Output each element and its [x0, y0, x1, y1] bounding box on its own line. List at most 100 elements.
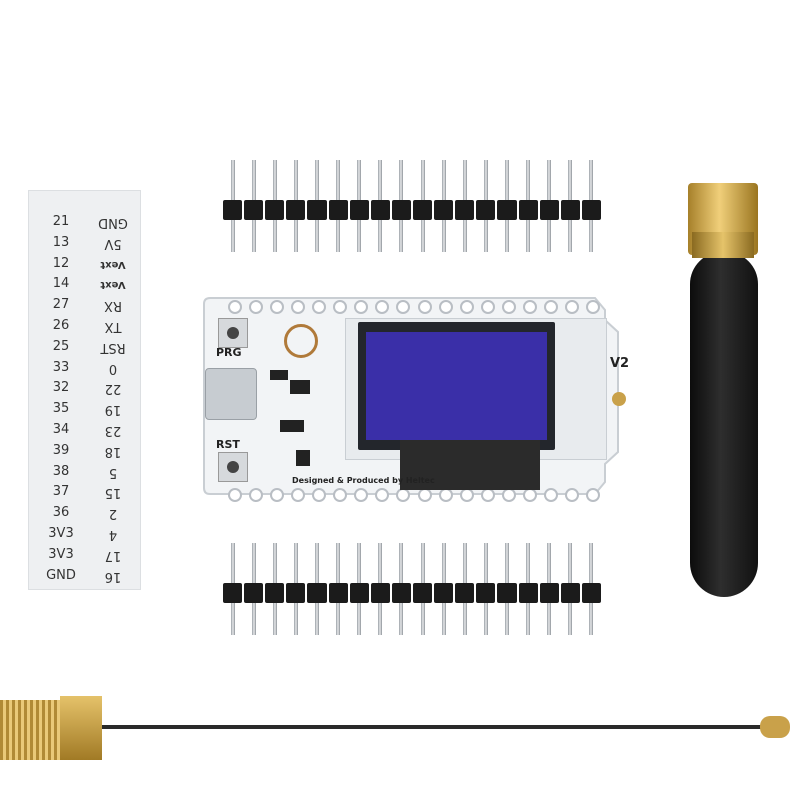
pin-number-label: 32	[52, 380, 70, 396]
pin-hole	[417, 300, 432, 314]
pin-number-label: 36	[52, 505, 70, 521]
pin-function-label: 2	[108, 506, 118, 522]
pin-hole	[354, 300, 369, 314]
sma-bulkhead-nut	[60, 696, 102, 760]
pin-number-label: 21	[52, 214, 70, 229]
bottom-pin-header	[222, 543, 602, 643]
pin-label-row: 3V3 4	[29, 523, 142, 545]
pin-hole	[248, 300, 263, 314]
pin-function-label: 22	[104, 381, 122, 397]
pin-hole	[227, 488, 242, 502]
header-pin-block	[581, 583, 601, 603]
rubber-antenna	[690, 252, 758, 597]
chip	[270, 370, 288, 380]
pin-function-label: 5	[108, 464, 118, 480]
pin-function-label: RST	[100, 339, 126, 355]
pin-hole	[586, 300, 601, 314]
pin-hole	[312, 300, 326, 314]
pin-function-label: 5V	[104, 235, 122, 251]
pin-label-row: 33 0	[29, 357, 142, 379]
pin-hole	[312, 488, 326, 502]
header-pin-block	[391, 200, 411, 220]
display-ribbon	[400, 440, 540, 490]
pin-hole	[269, 300, 284, 314]
header-pin-block	[476, 200, 496, 220]
pin-label-row: 3V3 17	[29, 544, 142, 566]
header-pin-block	[370, 583, 390, 603]
pin-number-label: 3V3	[48, 526, 74, 541]
header-pin-block	[286, 583, 306, 603]
header-pin-block	[265, 583, 285, 603]
pin-hole	[438, 488, 453, 502]
micro-usb-port	[205, 368, 257, 420]
header-pin-block	[391, 583, 411, 603]
pin-number-label: 38	[52, 463, 70, 479]
chip	[280, 420, 304, 432]
header-pin-block	[560, 583, 580, 603]
header-pin-block	[434, 200, 454, 220]
header-pin-block	[413, 583, 433, 603]
pin-hole	[375, 488, 390, 502]
pin-hole	[290, 488, 305, 502]
pin-hole	[248, 488, 263, 502]
header-pin-block	[518, 200, 538, 220]
pin-function-label: RX	[104, 298, 122, 314]
pin-hole	[438, 300, 453, 314]
spring-antenna	[284, 324, 318, 358]
pin-number-label: 26	[52, 318, 70, 333]
header-pin-block	[518, 583, 538, 603]
pin-hole	[565, 488, 580, 502]
pin-hole	[544, 488, 559, 502]
pin-function-label: TX	[104, 319, 122, 334]
header-pin-block	[349, 583, 369, 603]
chip	[296, 450, 310, 466]
pin-label-row: 36 2	[29, 502, 142, 524]
rst-label: RST	[216, 438, 240, 451]
version-label: V2	[610, 356, 630, 371]
header-pin-block	[476, 583, 496, 603]
header-pin-block	[265, 200, 285, 220]
pin-number-label: GND	[46, 567, 76, 583]
pin-function-label: GND	[98, 215, 128, 230]
board-credit: Designed & Produced by Heltec	[292, 476, 435, 485]
header-pin-block	[539, 583, 559, 603]
pin-number-label: 33	[52, 359, 70, 375]
ufl-connector	[612, 392, 626, 406]
pin-label-row: 38 5	[29, 461, 142, 483]
header-pin-block	[539, 200, 559, 220]
header-pin-block	[328, 200, 348, 220]
pin-hole	[544, 300, 559, 314]
header-pin-block	[370, 200, 390, 220]
pin-function-label: 19	[104, 402, 122, 418]
pin-function-label: Vext	[100, 258, 126, 270]
oled-screen	[366, 332, 547, 440]
prg-button	[218, 318, 248, 348]
pin-function-label: 4	[108, 527, 118, 542]
pin-number-label: 3V3	[48, 546, 74, 562]
pin-hole	[396, 300, 411, 314]
pin-function-label: 17	[104, 547, 122, 563]
header-pin-block	[286, 200, 306, 220]
pin-hole	[333, 488, 348, 502]
pin-function-label: Vext	[100, 279, 126, 291]
pin-hole	[459, 488, 474, 502]
pin-function-label: 23	[104, 423, 122, 438]
pin-function-label: 18	[104, 443, 122, 459]
header-pin-block	[349, 200, 369, 220]
chip	[290, 380, 310, 394]
pin-number-label: 35	[52, 401, 70, 417]
header-pin-block	[223, 200, 243, 220]
pin-hole	[290, 300, 305, 314]
header-pin-block	[497, 583, 517, 603]
pin-hole	[459, 300, 474, 314]
pin-hole	[333, 300, 348, 314]
sma-nut	[692, 232, 754, 258]
pin-function-label: 0	[108, 360, 118, 376]
header-pin-block	[244, 583, 264, 603]
